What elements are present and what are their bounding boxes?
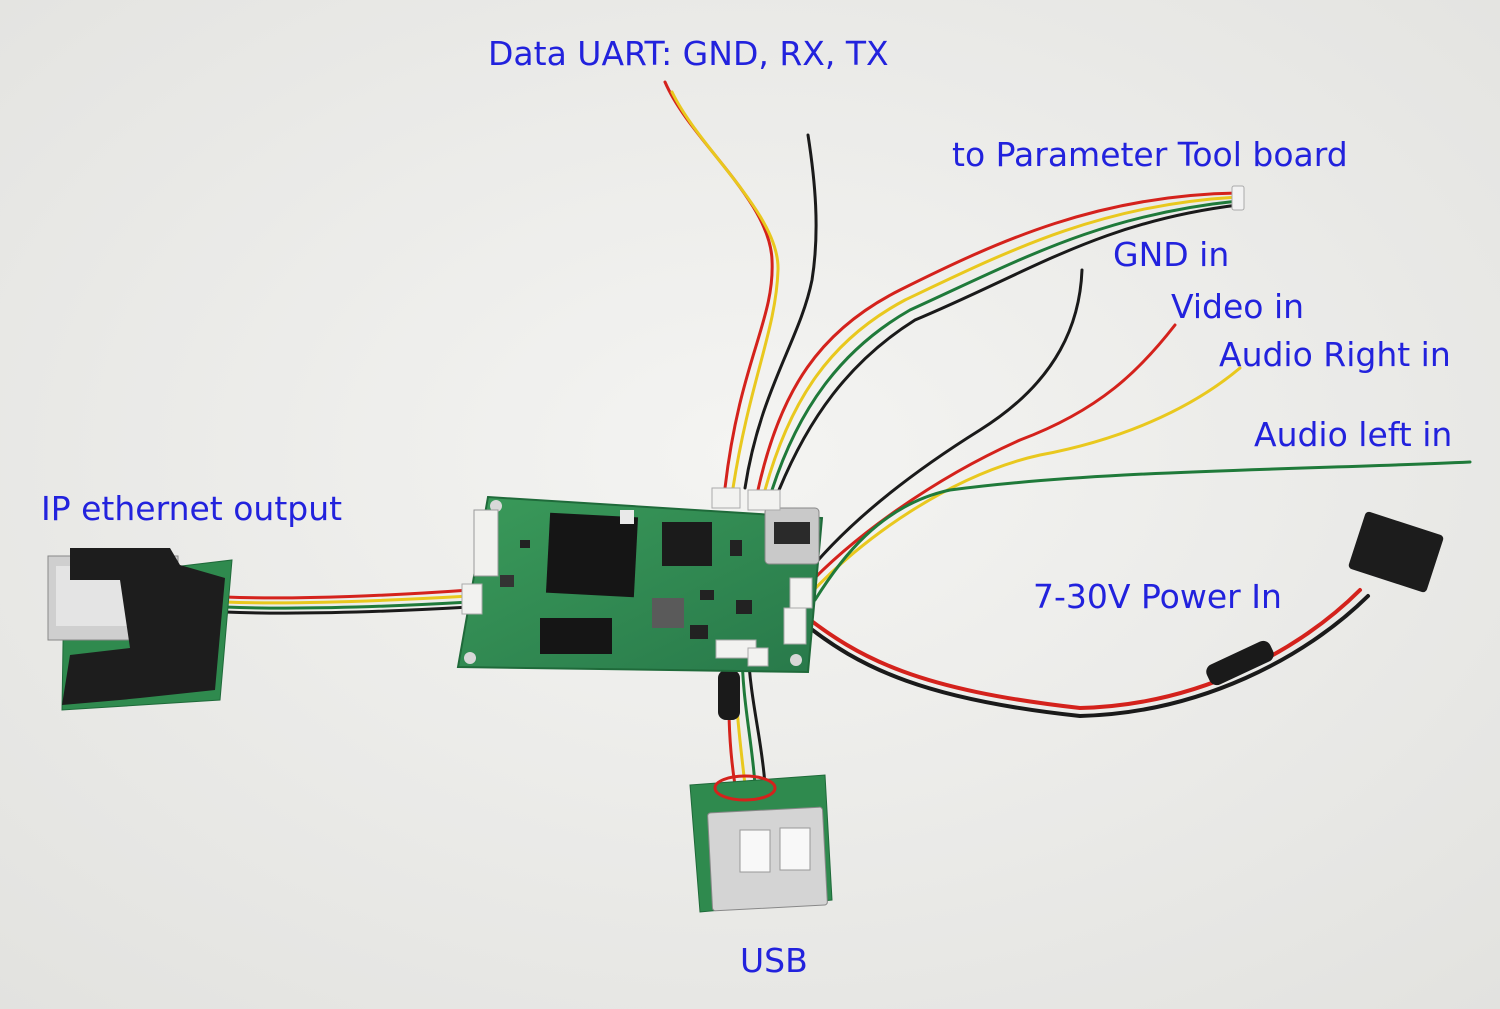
soc-chip: [545, 512, 639, 598]
uart-label: Data UART: GND, RX, TX: [488, 34, 889, 73]
inductor: [652, 598, 684, 628]
aux-connector: [747, 647, 769, 667]
video-in-label: Video in: [1171, 287, 1305, 326]
power-plug: [1348, 511, 1444, 593]
input-wire-bundle: [798, 268, 1472, 602]
power-in-label: 7-30V Power In: [1033, 577, 1282, 616]
ethernet-wire-bundle: [223, 588, 472, 615]
main-pcb: [456, 487, 824, 674]
param-board-connector: [747, 489, 781, 511]
memory-chip: [540, 618, 612, 654]
ip-ethernet-label: IP ethernet output: [41, 489, 343, 528]
audio-right-in-label: Audio Right in: [1219, 335, 1451, 374]
power-heatshrink: [1206, 640, 1274, 686]
usb-module: [689, 774, 833, 913]
ffc-connector: [473, 509, 499, 577]
ethernet-module: [47, 548, 233, 711]
power-wire-bundle: [798, 588, 1370, 719]
eth-connector: [461, 583, 483, 615]
hdmi-chip: [662, 522, 712, 566]
parameter-tool-label: to Parameter Tool board: [952, 135, 1348, 174]
power-connector: [783, 607, 807, 645]
gnd-in-label: GND in: [1113, 235, 1230, 274]
uart-wire-bundle: [663, 80, 818, 490]
usb-heatshrink: [718, 670, 740, 720]
param-wire-bundle: [756, 191, 1240, 492]
param-connector: [1231, 185, 1245, 211]
input-connector: [789, 577, 813, 609]
usb-label: USB: [740, 941, 808, 980]
audio-left-in-label: Audio left in: [1254, 415, 1453, 454]
uart-connector: [711, 487, 741, 509]
